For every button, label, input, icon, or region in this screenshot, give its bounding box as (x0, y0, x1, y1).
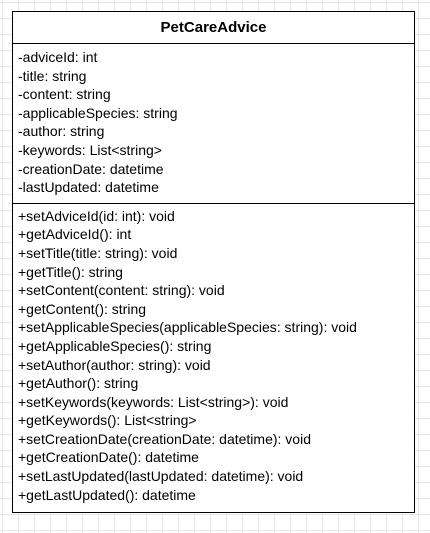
attribute-row: -content: string (18, 86, 111, 103)
operation-row: +setKeywords(keywords: List<string>): vo… (18, 393, 289, 410)
class-name: PetCareAdvice (13, 12, 414, 44)
attribute-row: -lastUpdated: datetime (18, 179, 159, 196)
operation-row: +setApplicableSpecies(applicableSpecies:… (18, 319, 357, 336)
attribute-row: -keywords: List<string> (18, 141, 162, 158)
attribute-row: -title: string (18, 67, 87, 84)
operation-row: +setLastUpdated(lastUpdated: datetime): … (18, 468, 304, 485)
operation-row: +setCreationDate(creationDate: datetime)… (18, 430, 311, 447)
operation-row: +setAdviceId(id: int): void (18, 207, 175, 224)
operations-compartment: +setAdviceId(id: int): void +getAdviceId… (13, 204, 414, 512)
operation-row: +getAuthor(): string (18, 375, 139, 392)
operation-row: +getAdviceId(): int (18, 226, 132, 243)
uml-class-box[interactable]: PetCareAdvice -adviceId: int -title: str… (12, 11, 415, 513)
operation-row: +getCreationDate(): datetime (18, 449, 199, 466)
operation-row: +getContent(): string (18, 300, 147, 317)
attribute-row: -author: string (18, 123, 105, 140)
operation-row: +getApplicableSpecies(): string (18, 337, 212, 354)
attribute-row: -applicableSpecies: string (18, 104, 178, 121)
operation-row: +getTitle(): string (18, 263, 123, 280)
operation-row: +setTitle(title: string): void (18, 244, 178, 261)
operation-row: +getKeywords(): List<string> (18, 412, 197, 429)
attribute-row: -adviceId: int (18, 49, 98, 65)
operation-row: +getLastUpdated(): datetime (18, 486, 196, 503)
operation-row: +setAuthor(author: string): void (18, 356, 211, 373)
attribute-row: -creationDate: datetime (18, 160, 164, 177)
operation-row: +setContent(content: string): void (18, 282, 225, 299)
attributes-compartment: -adviceId: int -title: string -content: … (13, 44, 414, 204)
